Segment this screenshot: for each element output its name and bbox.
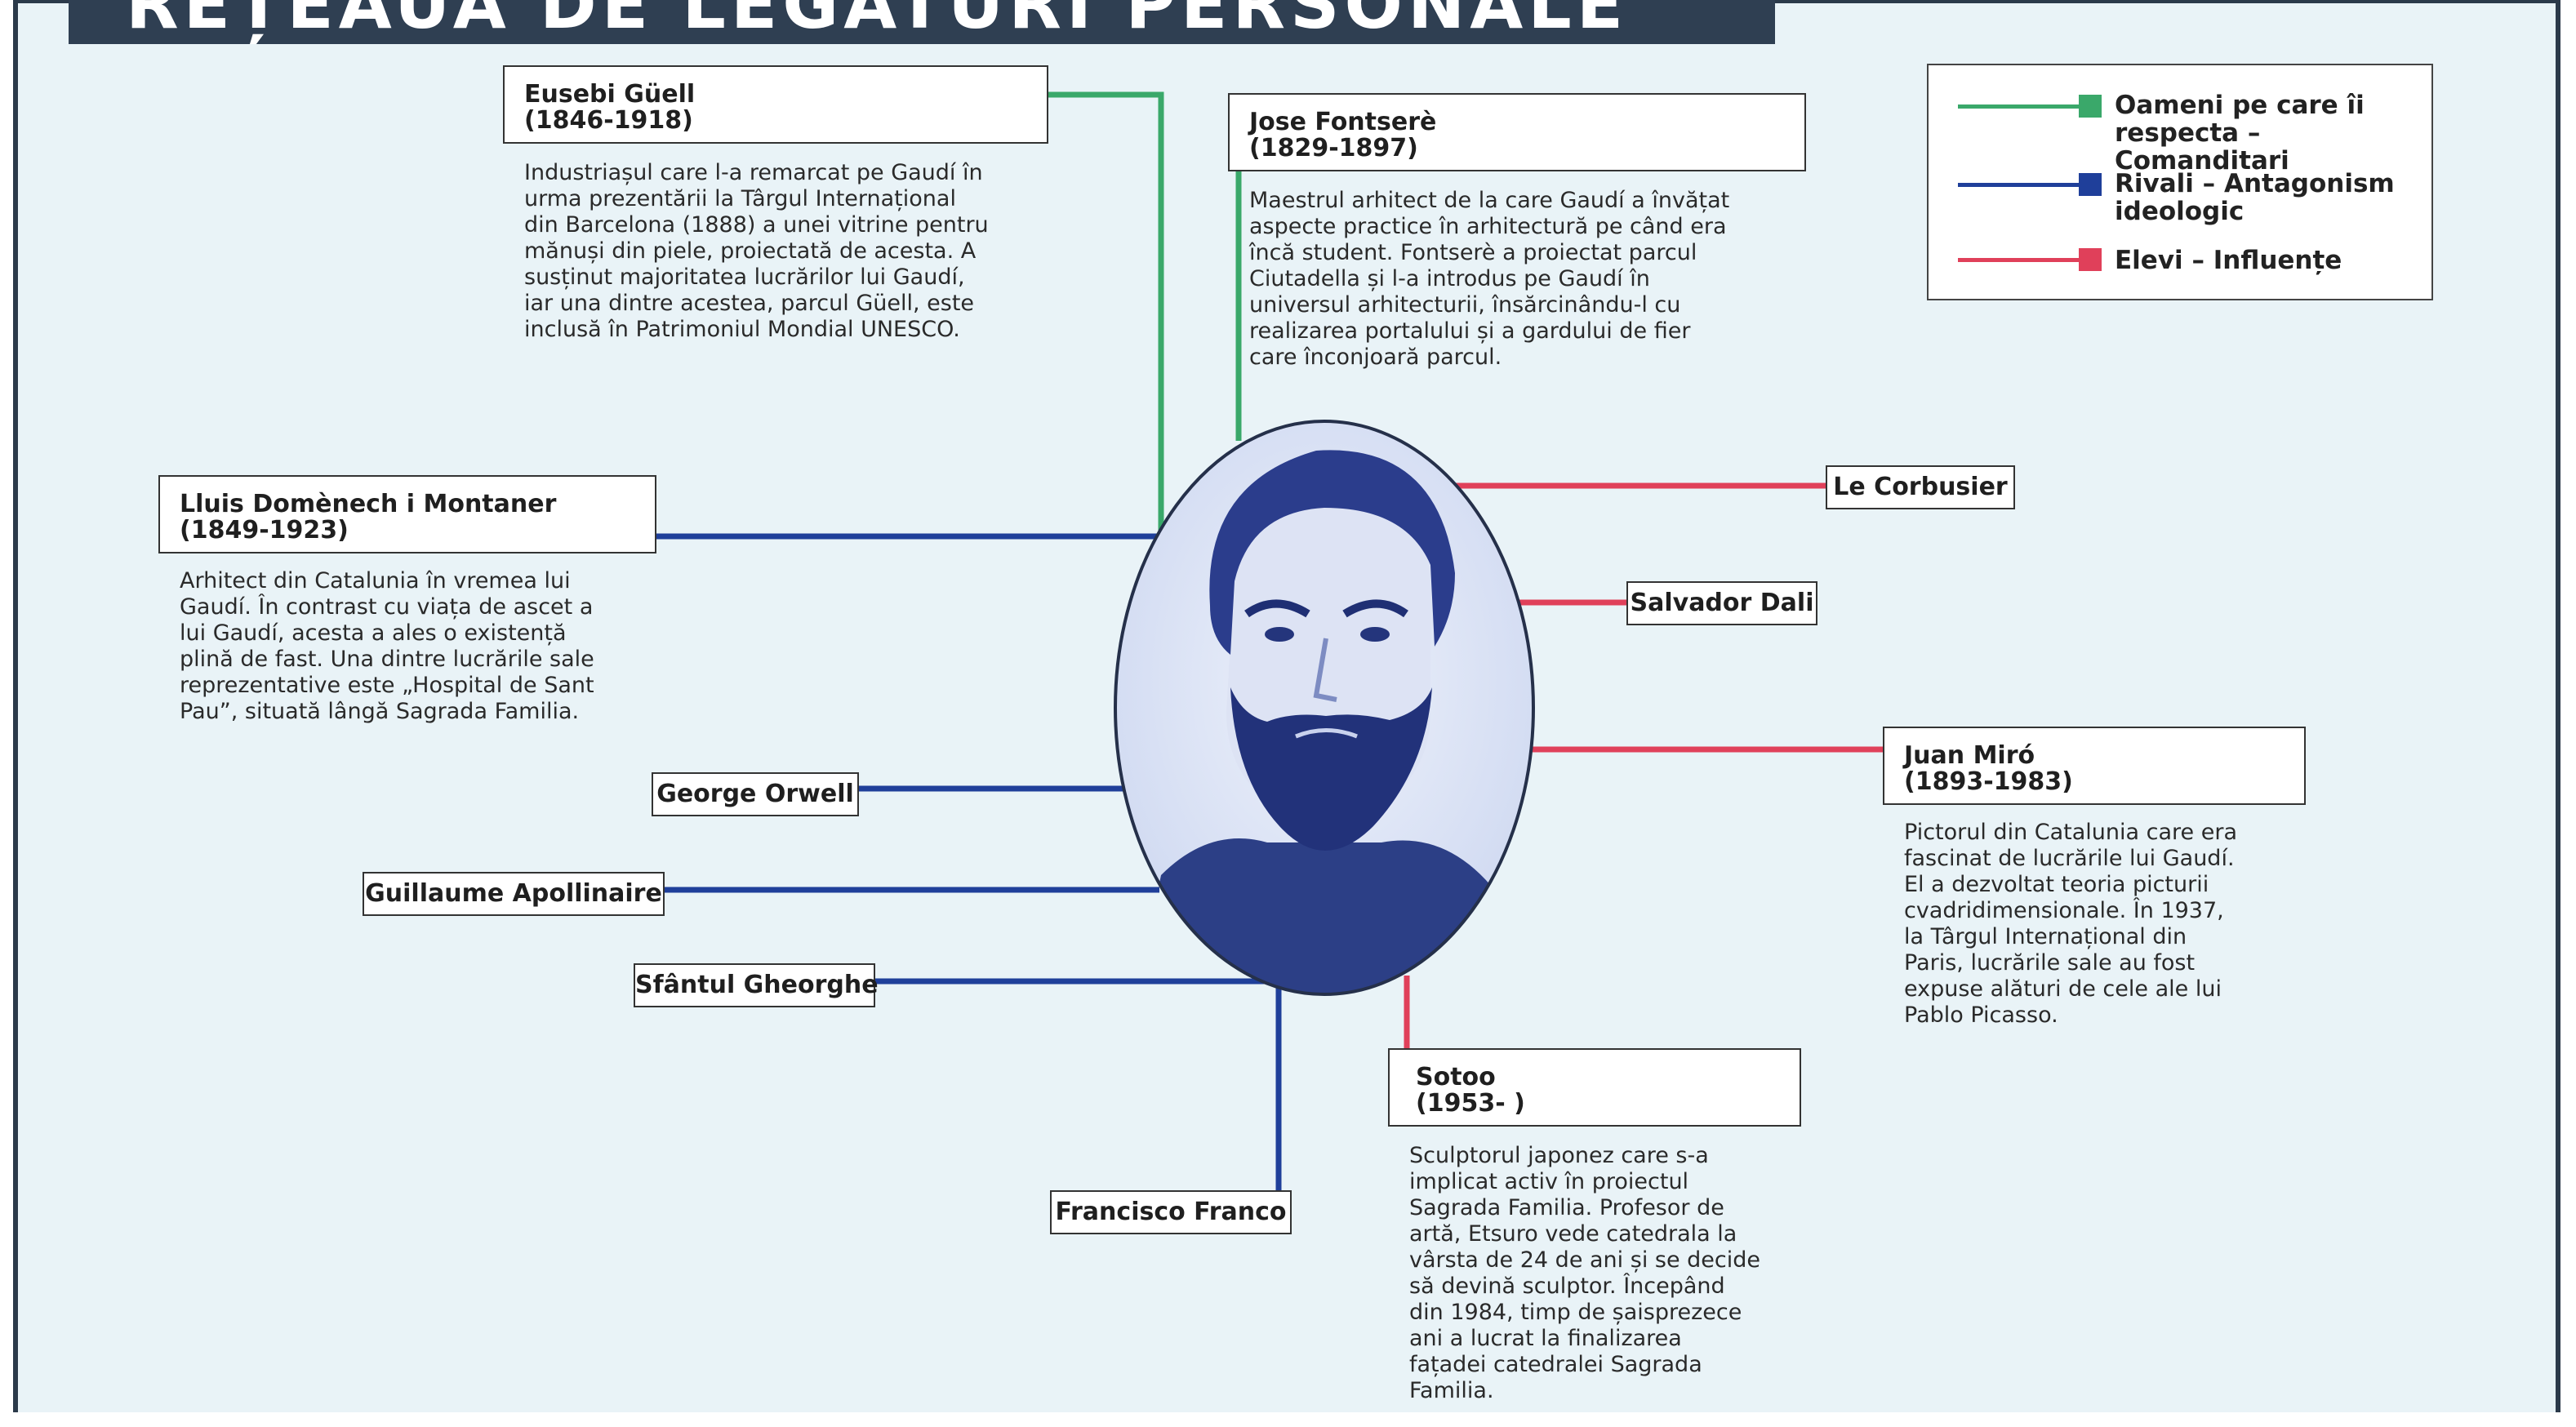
person-box-miro: Juan Miró (1893-1983) xyxy=(1883,727,2306,805)
person-name: Eusebi Güell xyxy=(524,80,696,109)
person-years: (1953- ) xyxy=(1416,1089,1525,1118)
legend-swatch xyxy=(2079,173,2102,196)
label-orwell: George Orwell xyxy=(652,772,859,816)
person-description-sotoo: Sculptorul japonez care s-a implicat act… xyxy=(1409,1143,1761,1403)
page-title: REȚEAUA DE LEGĂTURI PERSONALE xyxy=(126,0,1629,44)
person-box-fontsere: Jose Fontserè (1829-1897) xyxy=(1228,93,1806,171)
label-apollinaire: Guillaume Apollinaire xyxy=(363,872,665,916)
legend-label: Elevi – Influențe xyxy=(2115,246,2342,275)
title-banner: REȚEAUA DE LEGĂTURI PERSONALE xyxy=(69,0,1775,44)
person-box-sotoo: Sotoo (1953- ) xyxy=(1388,1048,1801,1127)
label-corbusier: Le Corbusier xyxy=(1826,465,2015,509)
person-box-guell: Eusebi Güell (1846-1918) xyxy=(503,65,1048,144)
person-years: (1829-1897) xyxy=(1249,134,1418,162)
person-years: (1849-1923) xyxy=(180,516,349,545)
legend-line xyxy=(1958,258,2080,262)
person-name: Jose Fontserè xyxy=(1249,108,1437,136)
gaudi-portrait xyxy=(1114,420,1535,996)
person-years: (1846-1918) xyxy=(524,106,693,135)
legend-line xyxy=(1958,183,2080,187)
line-guell xyxy=(1048,91,1164,531)
person-name: Juan Miró xyxy=(1904,741,2035,770)
legend-label: Rivali – Antagonism ideologic xyxy=(2115,169,2395,226)
legend-swatch xyxy=(2079,248,2102,271)
legend-line xyxy=(1958,104,2080,109)
person-description-guell: Industriașul care l-a remarcat pe Gaudí … xyxy=(524,160,989,342)
legend-item-blue: Rivali – Antagonism ideologic xyxy=(1929,162,2435,227)
label-dali: Salvador Dali xyxy=(1626,581,1817,625)
person-box-domenech: Lluis Domènech i Montaner (1849-1923) xyxy=(158,475,656,553)
legend: Oameni pe care îi respecta – Comanditari… xyxy=(1927,64,2433,300)
person-name: Lluis Domènech i Montaner xyxy=(180,490,557,518)
label-franco: Francisco Franco xyxy=(1050,1190,1292,1234)
person-description-domenech: Arhitect din Catalunia în vremea lui Gau… xyxy=(180,568,594,724)
legend-label: Oameni pe care îi respecta – Comanditari xyxy=(2115,91,2365,176)
person-name: Sotoo xyxy=(1416,1063,1496,1091)
person-years: (1893-1983) xyxy=(1904,767,2073,796)
legend-swatch xyxy=(2079,95,2102,118)
legend-item-green: Oameni pe care îi respecta – Comanditari xyxy=(1929,85,2435,175)
person-description-miro: Pictorul din Catalunia care era fascinat… xyxy=(1904,820,2238,1028)
label-gheorghe: Sfântul Gheorghe xyxy=(634,963,879,1007)
person-description-fontsere: Maestrul arhitect de la care Gaudí a înv… xyxy=(1249,188,1730,370)
legend-item-red: Elevi – Influențe xyxy=(1929,237,2435,302)
